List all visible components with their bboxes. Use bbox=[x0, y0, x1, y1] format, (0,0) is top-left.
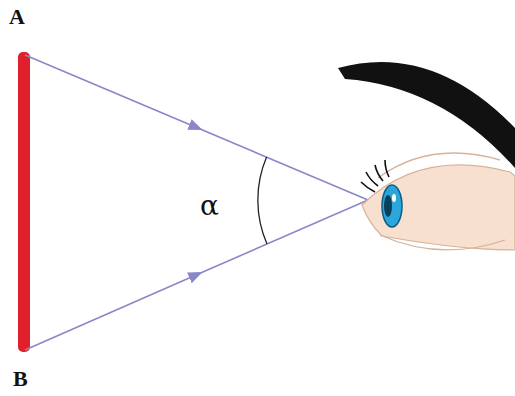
eyelashes bbox=[361, 160, 389, 192]
light-ray bbox=[25, 55, 196, 127]
light-ray bbox=[25, 275, 196, 350]
pupil bbox=[384, 195, 392, 217]
light-ray bbox=[196, 200, 368, 275]
point-label: B bbox=[13, 368, 28, 390]
eye-skin bbox=[362, 165, 515, 250]
object-bar bbox=[18, 52, 30, 352]
angle-label: α bbox=[200, 192, 219, 220]
iris bbox=[382, 185, 402, 227]
lower-lid bbox=[380, 235, 505, 250]
eyelid-crease bbox=[378, 153, 500, 178]
light-ray bbox=[196, 127, 368, 200]
eyebrow bbox=[338, 62, 515, 168]
point-label: A bbox=[9, 6, 25, 28]
angle-arc bbox=[258, 157, 267, 244]
eye-highlight bbox=[392, 194, 396, 202]
